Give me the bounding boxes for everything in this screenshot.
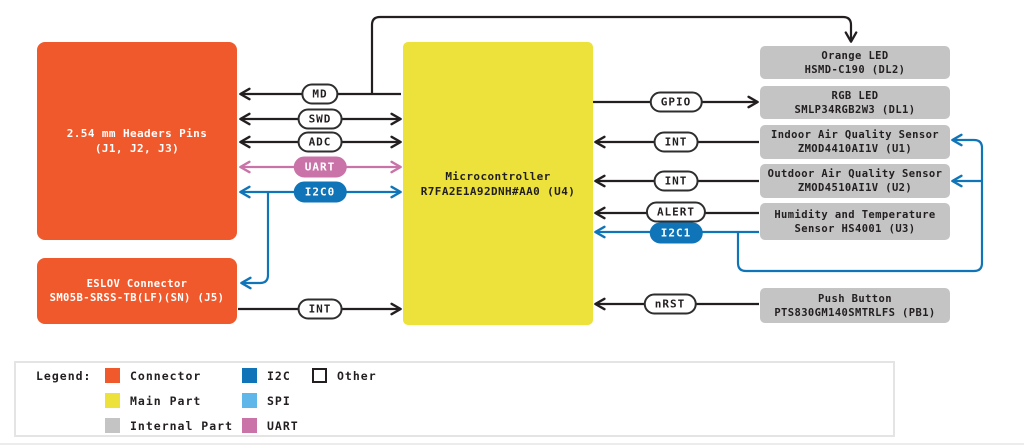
pill-int-outdoor: INT: [653, 170, 699, 192]
humidity-line1: Humidity and Temperature: [774, 208, 936, 221]
eslov-block-line2: SM05B-SRSS-TB(LF)(SN) (J5): [49, 292, 225, 304]
rgb-led-line2: SMLP34RGB2W3 (DL1): [794, 103, 916, 116]
outdoor-aq-line1: Outdoor Air Quality Sensor: [767, 168, 943, 180]
connector-color-swatch: [105, 368, 120, 383]
legend-title: Legend:: [36, 369, 92, 383]
pill-md: MD: [301, 83, 339, 105]
orange-led-line1: Orange LED: [821, 49, 889, 62]
wire-md-to-orange-led: [370, 15, 858, 94]
microcontroller-block: Microcontroller R7FA2E1A92DNH#AA0 (U4): [403, 42, 593, 325]
pill-i2c0: I2C0: [293, 181, 347, 203]
headers-block-line1: 2.54 mm Headers Pins: [66, 127, 208, 140]
outdoor-air-quality-block: Outdoor Air Quality Sensor ZMOD4510AI1V …: [760, 164, 950, 198]
legend-label: UART: [267, 418, 299, 433]
indoor-aq-line1: Indoor Air Quality Sensor: [770, 129, 940, 141]
push-button-block: Push Button PTS830GM140SMTRLFS (PB1): [760, 288, 950, 323]
pill-int-indoor: INT: [653, 131, 699, 153]
humidity-sensor-block: Humidity and Temperature Sensor HS4001 (…: [760, 203, 950, 240]
legend-label: SPI: [267, 393, 291, 408]
legend-label: I2C: [267, 368, 291, 383]
i2c-color-swatch: [242, 368, 257, 383]
legend-label: Connector: [130, 368, 202, 383]
other-color-swatch: [312, 368, 327, 383]
legend-label: Main Part: [130, 393, 202, 408]
pill-i2c1: I2C1: [649, 222, 703, 244]
uart-color-swatch: [242, 418, 257, 433]
eslov-block-line1: ESLOV Connector: [86, 278, 188, 290]
pill-uart: UART: [293, 156, 347, 178]
microcontroller-line2: R7FA2E1A92DNH#AA0 (U4): [420, 184, 576, 198]
pill-adc: ADC: [297, 131, 343, 153]
pill-gpio: GPIO: [649, 91, 703, 113]
legend-panel: Legend: Connector Main Part Internal Par…: [14, 361, 895, 437]
wire-i2c0-to-eslov: [240, 192, 270, 290]
headers-block: 2.54 mm Headers Pins (J1, J2, J3): [37, 42, 237, 240]
legend-label: Internal Part: [130, 418, 234, 433]
eslov-block: ESLOV Connector SM05B-SRSS-TB(LF)(SN) (J…: [37, 258, 237, 324]
orange-led-block: Orange LED HSMD-C190 (DL2): [760, 46, 950, 79]
push-button-line2: PTS830GM140SMTRLFS (PB1): [774, 306, 936, 319]
legend-item-i2c: I2C: [242, 368, 291, 383]
legend-item-other: Other: [312, 368, 377, 383]
headers-block-line2: (J1, J2, J3): [94, 142, 180, 155]
pill-int-eslov: INT: [297, 298, 343, 320]
legend-label: Other: [337, 368, 377, 383]
internal-part-color-swatch: [105, 418, 120, 433]
spi-color-swatch: [242, 393, 257, 408]
section-divider: [0, 443, 1024, 445]
indoor-air-quality-block: Indoor Air Quality Sensor ZMOD4410AI1V (…: [760, 125, 950, 159]
rgb-led-block: RGB LED SMLP34RGB2W3 (DL1): [760, 86, 950, 119]
indoor-aq-line2: ZMOD4410AI1V (U1): [797, 143, 913, 155]
legend-item-spi: SPI: [242, 393, 291, 408]
humidity-line2: Sensor HS4001 (U3): [794, 222, 916, 235]
outdoor-aq-line2: ZMOD4510AI1V (U2): [797, 182, 913, 194]
wire-i2c1-bus: [736, 133, 984, 273]
orange-led-line2: HSMD-C190 (DL2): [804, 63, 906, 76]
push-button-line1: Push Button: [818, 292, 892, 305]
pill-nrst: nRST: [643, 293, 697, 315]
pill-swd: SWD: [297, 108, 343, 130]
pill-alert: ALERT: [645, 201, 707, 223]
legend-item-uart: UART: [242, 418, 299, 433]
main-part-color-swatch: [105, 393, 120, 408]
microcontroller-line1: Microcontroller: [445, 169, 551, 183]
legend-item-main-part: Main Part: [105, 393, 201, 408]
legend-item-connector: Connector: [105, 368, 201, 383]
rgb-led-line1: RGB LED: [831, 89, 879, 102]
legend-item-internal-part: Internal Part: [105, 418, 233, 433]
